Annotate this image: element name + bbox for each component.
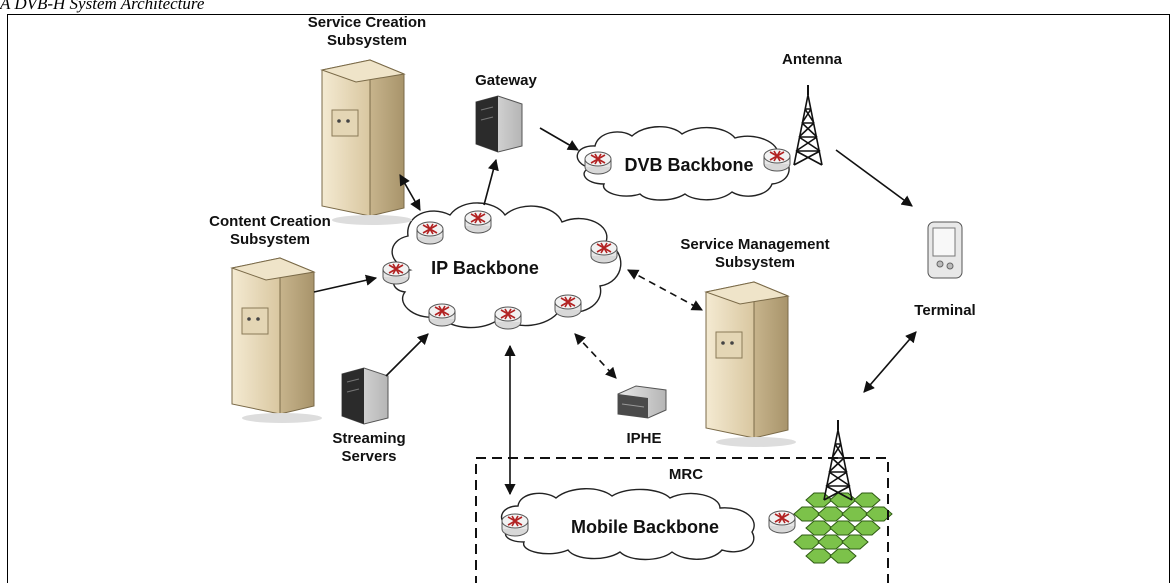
cellular-coverage-icon bbox=[793, 492, 893, 564]
arrow-ip-iphe bbox=[574, 333, 617, 379]
label-service-management: Service Management Subsystem bbox=[680, 236, 830, 271]
router-icon bbox=[590, 240, 618, 264]
terminal-device-icon bbox=[927, 221, 963, 279]
frame-top-border bbox=[7, 14, 1170, 15]
arrow-ip-service-management bbox=[627, 269, 703, 311]
label-content-creation: Content Creation Subsystem bbox=[209, 213, 331, 248]
arrow-content-creation-ip bbox=[313, 274, 378, 293]
antenna-tower-icon bbox=[793, 84, 823, 166]
label-service-creation: Service Creation Subsystem bbox=[307, 14, 427, 49]
arrow-ip-gateway bbox=[483, 158, 499, 206]
router-icon bbox=[428, 303, 456, 327]
label-terminal: Terminal bbox=[914, 302, 976, 319]
router-icon bbox=[416, 221, 444, 245]
router-icon bbox=[763, 148, 791, 172]
label-gateway: Gateway bbox=[475, 72, 537, 89]
streaming-servers-icon bbox=[341, 367, 389, 425]
frame-right-border bbox=[1169, 14, 1170, 583]
dvb-backbone-cloud bbox=[576, 126, 790, 201]
content-creation-server-icon bbox=[230, 257, 322, 423]
label-mrc: MRC bbox=[668, 466, 704, 483]
arrow-gateway-dvb bbox=[539, 127, 579, 151]
mrc-tower-icon bbox=[823, 419, 853, 501]
label-ip-backbone: IP Backbone bbox=[431, 258, 539, 278]
label-mobile-backbone: Mobile Backbone bbox=[570, 517, 720, 537]
gateway-server-icon bbox=[475, 95, 523, 153]
mrc-region-box bbox=[475, 457, 889, 583]
mobile-backbone-cloud bbox=[500, 488, 755, 561]
label-antenna: Antenna bbox=[782, 51, 842, 68]
arrow-streaming-ip bbox=[385, 333, 429, 377]
router-icon bbox=[464, 210, 492, 234]
iphe-device-icon bbox=[617, 385, 667, 419]
label-dvb-backbone: DVB Backbone bbox=[624, 155, 754, 175]
arrow-antenna-terminal bbox=[835, 149, 913, 207]
router-icon bbox=[501, 513, 529, 537]
figure-caption: A DVB-H System Architecture bbox=[0, 0, 205, 13]
label-iphe: IPHE bbox=[626, 430, 662, 447]
label-streaming-servers: Streaming Servers bbox=[332, 430, 406, 465]
router-icon bbox=[494, 306, 522, 330]
arrow-service-creation-ip bbox=[399, 174, 421, 211]
router-icon bbox=[768, 510, 796, 534]
router-icon bbox=[584, 151, 612, 175]
service-creation-server-icon bbox=[320, 59, 412, 225]
arrow-terminal-mrc bbox=[863, 331, 917, 393]
service-management-server-icon bbox=[704, 281, 796, 447]
router-icon bbox=[382, 261, 410, 285]
frame-left-border bbox=[7, 14, 8, 583]
router-icon bbox=[554, 294, 582, 318]
